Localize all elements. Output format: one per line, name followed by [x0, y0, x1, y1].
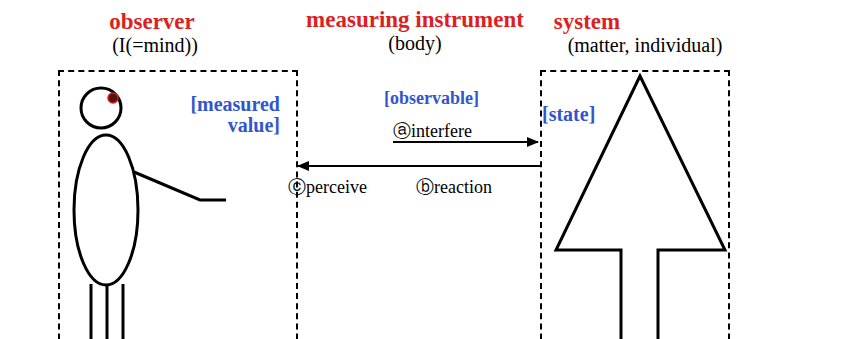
figure-arm [134, 172, 226, 200]
node-subheading: (I(=mind)) [112, 35, 198, 56]
reaction-arrow [298, 165, 540, 167]
measured-value-label: [measured value] [180, 94, 280, 136]
figure-leg [106, 285, 109, 339]
node-subheading: (matter, individual) [568, 35, 723, 56]
figure-body [74, 135, 138, 285]
system-box: system(matter, individual)[state] [540, 70, 730, 339]
observer-box: observer(I(=mind))[measured value] [58, 70, 298, 339]
node-heading: observer [109, 10, 195, 34]
part-heading: measuring instrument [306, 8, 524, 32]
step-label: ⓒperceive [288, 178, 367, 197]
figure-leg [90, 284, 93, 339]
part-subheading: (body) [388, 33, 441, 54]
interfere-arrow [393, 141, 538, 143]
node-heading: system [554, 10, 620, 34]
figure-head [81, 88, 121, 128]
step-label: ⓑreaction [416, 178, 492, 197]
step-label: ⓐinterfere [393, 122, 472, 141]
figure-leg [122, 284, 125, 339]
state-label: [state] [542, 104, 595, 125]
observable-label: [observable] [384, 89, 479, 108]
figure-eye [108, 93, 118, 103]
